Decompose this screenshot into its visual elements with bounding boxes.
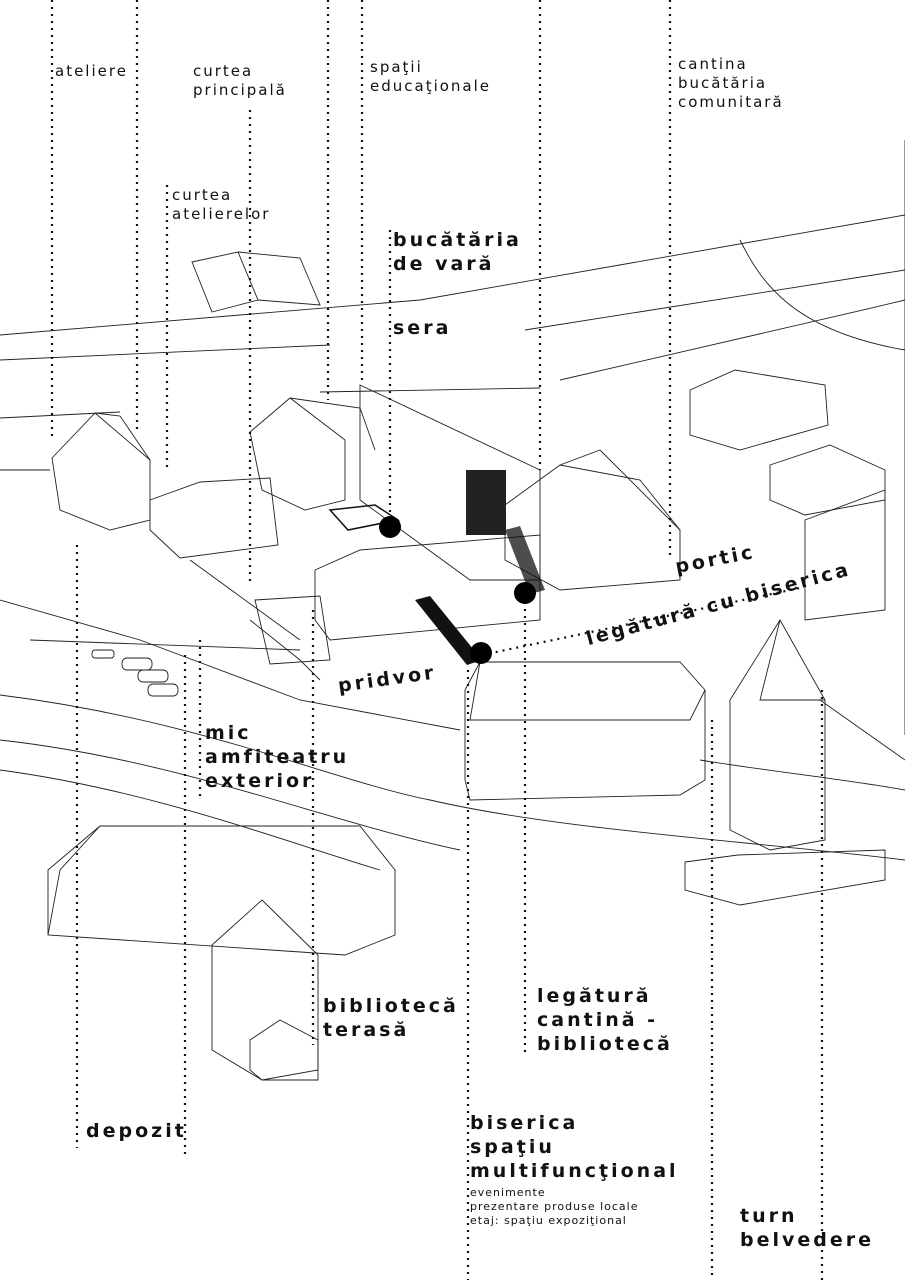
label-spatii-educationale: spaţii educaţionale <box>370 58 492 95</box>
label-cantina: cantina bucătăria comunitară <box>678 55 784 111</box>
label-biserica-details: evenimente prezentare produse locale eta… <box>470 1186 639 1227</box>
label-turn-belvedere: turn belvedere <box>740 1205 875 1251</box>
label-biserica: biserica spaţiu multifuncţional <box>470 1112 679 1182</box>
label-biblioteca-terasa: bibliotecă terasă <box>323 995 459 1041</box>
leader-lines <box>50 0 824 1280</box>
label-sera: sera <box>393 317 452 339</box>
marker-dot-legatura <box>470 642 492 664</box>
label-depozit: depozit <box>86 1120 187 1142</box>
label-bucataria-de-vara: bucătăria de vară <box>393 229 522 275</box>
label-legatura-cantina-biblioteca: legătură cantină - bibliotecă <box>537 985 673 1055</box>
label-mic-amfiteatru-exterior: mic amfiteatru exterior <box>205 722 350 792</box>
highlight-elements <box>328 470 545 665</box>
label-curtea-principala: curtea principală <box>193 62 287 99</box>
marker-dot-sera <box>379 516 401 538</box>
marker-dot-portic <box>514 582 536 604</box>
label-ateliere: ateliere <box>55 62 128 80</box>
label-curtea-atelierelor: curtea atelierelor <box>172 186 271 223</box>
context-lines <box>0 140 905 1081</box>
marker-dots <box>379 516 536 664</box>
